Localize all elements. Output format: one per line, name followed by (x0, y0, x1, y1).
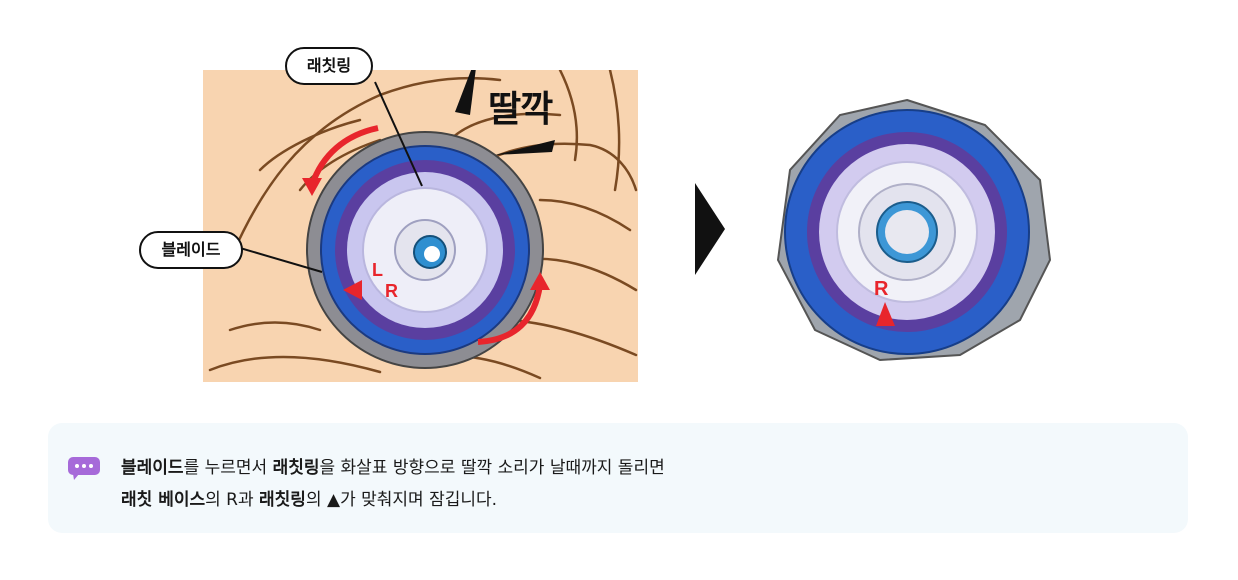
marker-r: R (385, 281, 398, 301)
sound-effect-text: 딸깍 (488, 80, 552, 132)
chat-bubble-icon (67, 456, 101, 480)
note-line-2: 래칫 베이스의 R과 래칫링의 ▲가 맞춰지며 잠깁니다. (121, 485, 497, 510)
term-ratchet-ring: 래칫링 (259, 490, 306, 510)
term-ratchet-base: 래칫 베이스 (121, 490, 205, 510)
callout-ratchet-ring: 래칫링 (285, 47, 373, 85)
note-text: 의 R과 (205, 490, 259, 510)
beyblade-right: R (778, 100, 1050, 360)
note-text: 을 화살표 방향으로 딸깍 소리가 날때까지 돌리면 (320, 458, 665, 478)
term-ratchet-ring: 래칫링 (273, 458, 320, 478)
term-blade: 블레이드 (121, 458, 184, 478)
marker-l: L (372, 260, 383, 280)
next-step-arrow-icon (695, 183, 725, 275)
result-marker-r: R (874, 278, 889, 300)
note-line-1: 블레이드를 누르면서 래칫링을 화살표 방향으로 딸깍 소리가 날때까지 돌리면 (121, 453, 665, 478)
callout-blade: 블레이드 (139, 231, 243, 269)
instruction-note: 블레이드를 누르면서 래칫링을 화살표 방향으로 딸깍 소리가 날때까지 돌리면… (48, 423, 1188, 533)
hands-holding-top: L R (203, 52, 638, 382)
note-text: 의 ▲가 맞춰지며 잠깁니다. (306, 490, 497, 510)
note-text: 를 누르면서 (184, 458, 273, 478)
